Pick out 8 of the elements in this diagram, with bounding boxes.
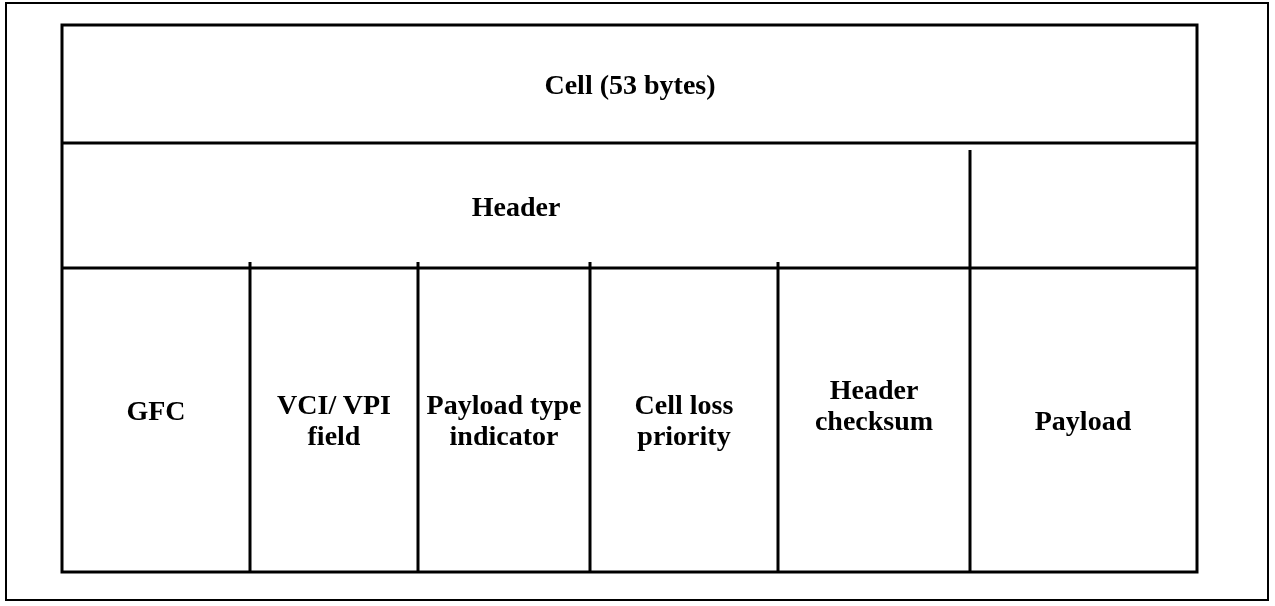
header-label: Header	[471, 190, 561, 222]
field-label: Payload	[1034, 404, 1132, 436]
field-label: Cell loss priority	[633, 389, 735, 451]
field-label: Header checksum	[813, 374, 935, 436]
field-label: GFC	[126, 394, 186, 426]
field-label: Payload type indicator	[425, 389, 583, 451]
table-title: Cell (53 bytes)	[544, 68, 716, 100]
field-label: VCI/ VPI field	[276, 389, 392, 451]
